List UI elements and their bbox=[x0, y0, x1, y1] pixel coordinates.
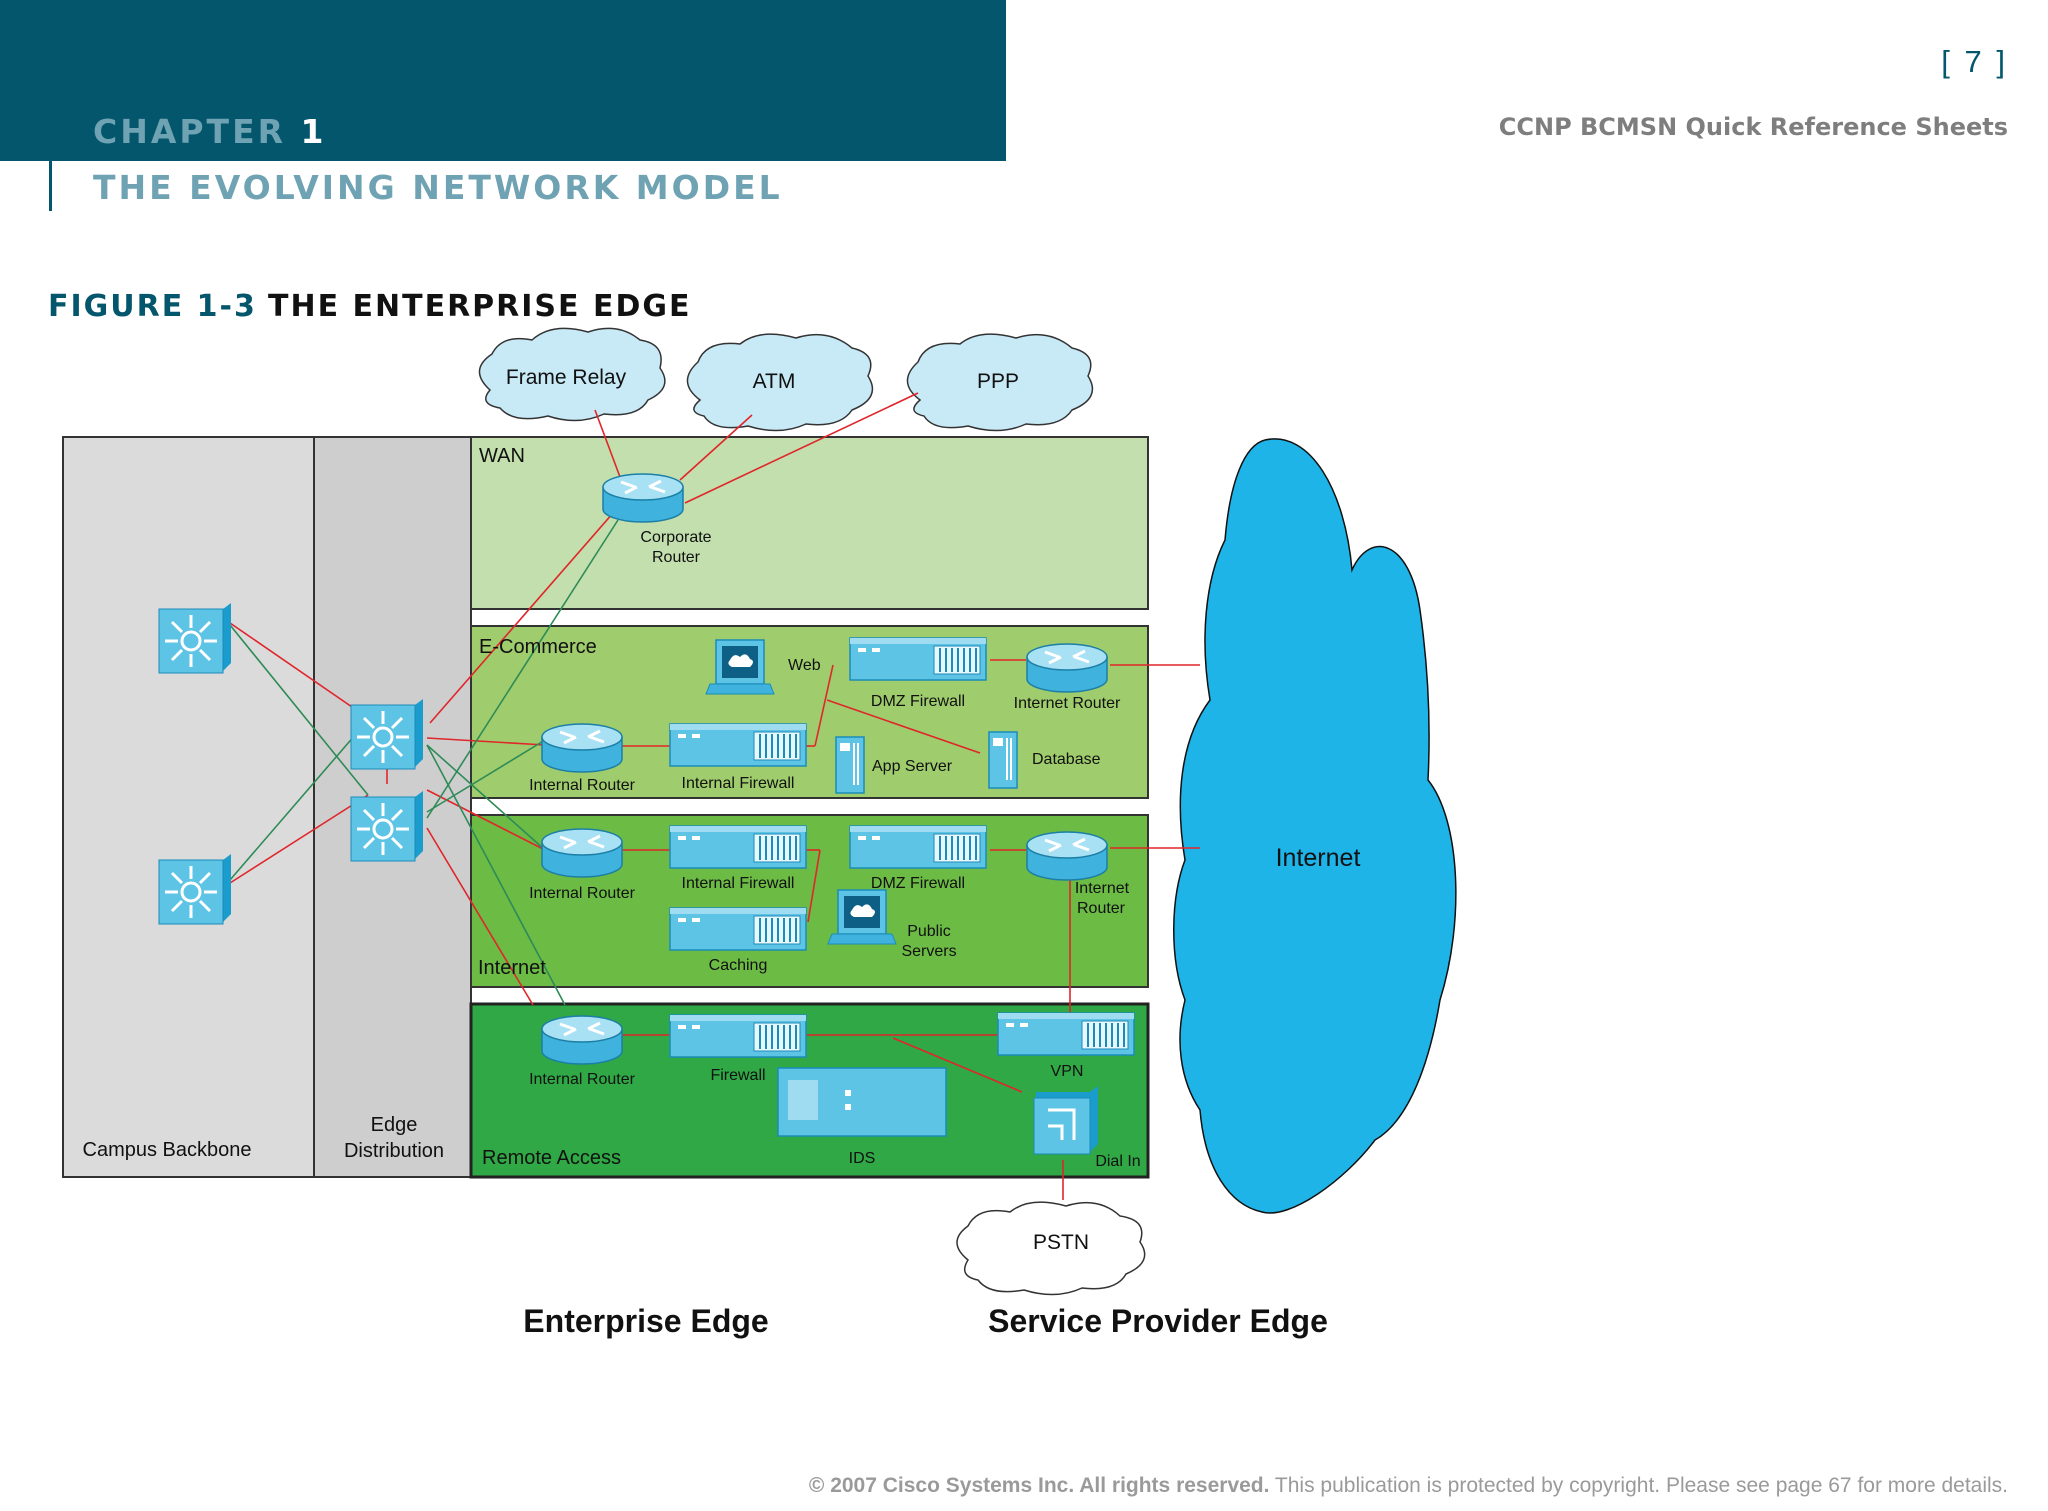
public-servers-label-1: Public bbox=[907, 923, 951, 940]
ids-icon bbox=[777, 1067, 947, 1137]
app-server-label: App Server bbox=[872, 758, 953, 775]
network-links bbox=[229, 392, 1200, 1200]
ra-firewall-label: Firewall bbox=[710, 1067, 765, 1084]
dial-in-access-server-icon bbox=[1033, 1086, 1098, 1155]
chapter-number: 1 bbox=[300, 112, 327, 151]
chapter-label: CHAPTER 1 bbox=[93, 112, 327, 151]
copyright-rest: This publication is protected by copyrig… bbox=[1269, 1474, 2008, 1497]
database-icon bbox=[988, 731, 1018, 789]
web-label: Web bbox=[788, 657, 821, 674]
header-bar bbox=[0, 0, 1006, 161]
ec-internet-router-icon bbox=[1025, 642, 1109, 694]
public-servers-label-2: Servers bbox=[901, 943, 956, 960]
caching-icon bbox=[669, 907, 807, 951]
pstn-label: PSTN bbox=[1033, 1231, 1089, 1254]
database-label: Database bbox=[1032, 751, 1101, 768]
service-provider-edge-label: Service Provider Edge bbox=[988, 1303, 1328, 1339]
public-servers-icon bbox=[827, 889, 897, 945]
corporate-router-label-2: Router bbox=[652, 549, 701, 566]
ec-internal-firewall-icon bbox=[669, 723, 807, 767]
web-server-icon bbox=[705, 639, 775, 695]
in-internal-router-icon bbox=[540, 827, 624, 879]
campus-backbone-label: Campus Backbone bbox=[83, 1139, 252, 1161]
edge-distribution-label-2: Distribution bbox=[344, 1140, 444, 1162]
in-internal-router-label: Internal Router bbox=[529, 885, 636, 902]
frame-relay-cloud bbox=[478, 327, 666, 422]
edge-switch-1 bbox=[349, 697, 425, 771]
ec-dmz-firewall-icon bbox=[849, 637, 987, 681]
ppp-label: PPP bbox=[977, 370, 1019, 393]
vpn-label: VPN bbox=[1051, 1063, 1084, 1080]
chapter-word: CHAPTER bbox=[93, 112, 287, 151]
frame-relay-label: Frame Relay bbox=[506, 366, 627, 389]
copyright-bold: © 2007 Cisco Systems Inc. All rights res… bbox=[808, 1474, 1270, 1497]
page-number: [ 7 ] bbox=[1941, 44, 2008, 79]
in-internal-firewall-icon bbox=[669, 825, 807, 869]
figure-number: FIGURE 1-3 bbox=[48, 289, 257, 324]
campus-backbone-zone bbox=[62, 436, 315, 1178]
edge-switch-2 bbox=[349, 789, 425, 863]
ra-firewall-icon bbox=[669, 1014, 807, 1058]
in-internet-router-icon bbox=[1025, 830, 1109, 882]
enterprise-edge-label: Enterprise Edge bbox=[523, 1303, 768, 1339]
book-title: CCNP BCMSN Quick Reference Sheets bbox=[1498, 113, 2008, 141]
ec-dmz-firewall-label: DMZ Firewall bbox=[871, 693, 965, 710]
corporate-router-icon bbox=[601, 472, 685, 524]
edge-distribution-label-1: Edge bbox=[371, 1114, 418, 1136]
in-internet-router-label-2: Router bbox=[1077, 900, 1126, 917]
internet-cloud bbox=[1173, 438, 1457, 1214]
corporate-router-label-1: Corporate bbox=[640, 529, 711, 546]
ppp-cloud bbox=[906, 333, 1094, 432]
in-dmz-firewall-label: DMZ Firewall bbox=[871, 875, 965, 892]
remote-access-zone-label: Remote Access bbox=[482, 1147, 621, 1169]
ec-internal-router-label: Internal Router bbox=[529, 777, 636, 794]
atm-cloud bbox=[686, 333, 874, 432]
wan-zone-label: WAN bbox=[479, 445, 525, 467]
internet-zone-label: Internet bbox=[478, 957, 546, 979]
campus-switch-2 bbox=[157, 852, 233, 926]
footer-copyright: © 2007 Cisco Systems Inc. All rights res… bbox=[809, 1474, 2008, 1498]
chapter-title: THE EVOLVING NETWORK MODEL bbox=[93, 168, 783, 207]
in-internal-firewall-label: Internal Firewall bbox=[682, 875, 795, 892]
caching-label: Caching bbox=[709, 957, 768, 974]
ec-internet-router-label: Internet Router bbox=[1014, 695, 1121, 712]
in-internet-router-label-1: Internet bbox=[1075, 880, 1130, 897]
atm-label: ATM bbox=[753, 370, 796, 393]
figure-title: THE ENTERPRISE EDGE bbox=[268, 289, 692, 324]
internet-cloud-label: Internet bbox=[1276, 844, 1361, 872]
app-server-icon bbox=[835, 736, 865, 794]
ecommerce-zone-label: E-Commerce bbox=[479, 636, 597, 658]
header-rule bbox=[49, 0, 52, 211]
vpn-icon bbox=[997, 1012, 1135, 1056]
ec-internal-router-icon bbox=[540, 722, 624, 774]
ra-internal-router-label: Internal Router bbox=[529, 1071, 636, 1088]
in-dmz-firewall-icon bbox=[849, 825, 987, 869]
ids-label: IDS bbox=[849, 1150, 876, 1167]
ec-internal-firewall-label: Internal Firewall bbox=[682, 775, 795, 792]
pstn-cloud bbox=[956, 1201, 1146, 1296]
ra-internal-router-icon bbox=[540, 1014, 624, 1066]
campus-switch-1 bbox=[157, 601, 233, 675]
dial-in-label: Dial In bbox=[1095, 1153, 1140, 1170]
wan-zone bbox=[470, 436, 1149, 610]
